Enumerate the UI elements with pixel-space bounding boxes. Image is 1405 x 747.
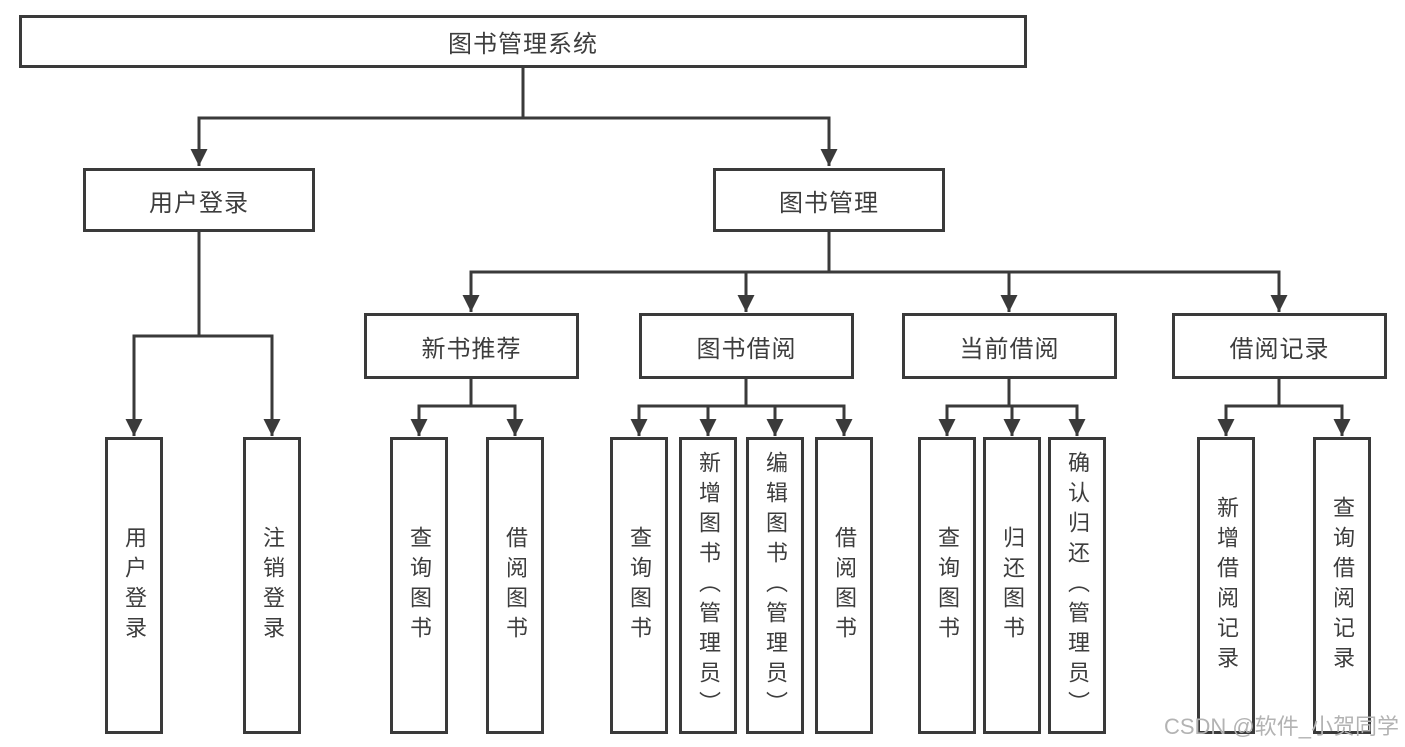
leaf-current-confirm-return-admin-label: 确认归还（管理员） [1065, 450, 1090, 721]
node-new-book-recommend: 新书推荐 [364, 313, 579, 379]
leaf-recommend-borrow-book: 借阅图书 [486, 437, 544, 734]
leaf-user-login-label: 用户登录 [122, 525, 147, 646]
csdn-watermark: CSDN @软件_小贺同学 [1163, 714, 1399, 739]
leaf-recommend-query-book: 查询图书 [390, 437, 448, 734]
node-current-borrow: 当前借阅 [902, 313, 1117, 379]
node-book-management: 图书管理 [713, 168, 945, 232]
leaf-user-login: 用户登录 [105, 437, 163, 734]
leaf-borrow-borrow-book-label: 借阅图书 [832, 525, 857, 646]
leaf-logout: 注销登录 [243, 437, 301, 734]
node-current-borrow-label: 当前借阅 [959, 335, 1060, 363]
leaf-current-confirm-return-admin: 确认归还（管理员） [1048, 437, 1106, 734]
leaf-current-return-book: 归还图书 [983, 437, 1041, 734]
node-user-login: 用户登录 [83, 168, 315, 232]
leaf-current-query-book: 查询图书 [918, 437, 976, 734]
leaf-borrow-edit-book-admin-label: 编辑图书（管理员） [763, 450, 788, 721]
leaf-records-query-record: 查询借阅记录 [1313, 437, 1371, 734]
leaf-recommend-query-book-label: 查询图书 [407, 525, 432, 646]
leaf-borrow-add-book-admin-label: 新增图书（管理员） [696, 450, 721, 721]
leaf-current-return-book-label: 归还图书 [1000, 525, 1025, 646]
node-root-label: 图书管理系统 [448, 31, 598, 58]
leaf-records-query-record-label: 查询借阅记录 [1330, 495, 1355, 676]
leaf-borrow-query-book: 查询图书 [610, 437, 668, 734]
node-user-login-label: 用户登录 [149, 189, 249, 217]
leaf-logout-label: 注销登录 [260, 525, 285, 646]
node-borrow-records-label: 借阅记录 [1229, 335, 1330, 363]
leaf-borrow-add-book-admin: 新增图书（管理员） [679, 437, 737, 734]
leaf-records-add-record: 新增借阅记录 [1197, 437, 1255, 734]
node-borrow-records: 借阅记录 [1172, 313, 1387, 379]
leaf-borrow-borrow-book: 借阅图书 [815, 437, 873, 734]
node-book-borrow: 图书借阅 [639, 313, 854, 379]
leaf-current-query-book-label: 查询图书 [935, 525, 960, 646]
node-root: 图书管理系统 [19, 15, 1027, 68]
node-new-book-recommend-label: 新书推荐 [421, 335, 522, 363]
node-book-management-label: 图书管理 [779, 189, 879, 217]
leaf-borrow-query-book-label: 查询图书 [627, 525, 652, 646]
leaf-records-add-record-label: 新增借阅记录 [1214, 495, 1239, 676]
leaf-recommend-borrow-book-label: 借阅图书 [503, 525, 528, 646]
leaf-borrow-edit-book-admin: 编辑图书（管理员） [746, 437, 804, 734]
node-book-borrow-label: 图书借阅 [696, 335, 797, 363]
